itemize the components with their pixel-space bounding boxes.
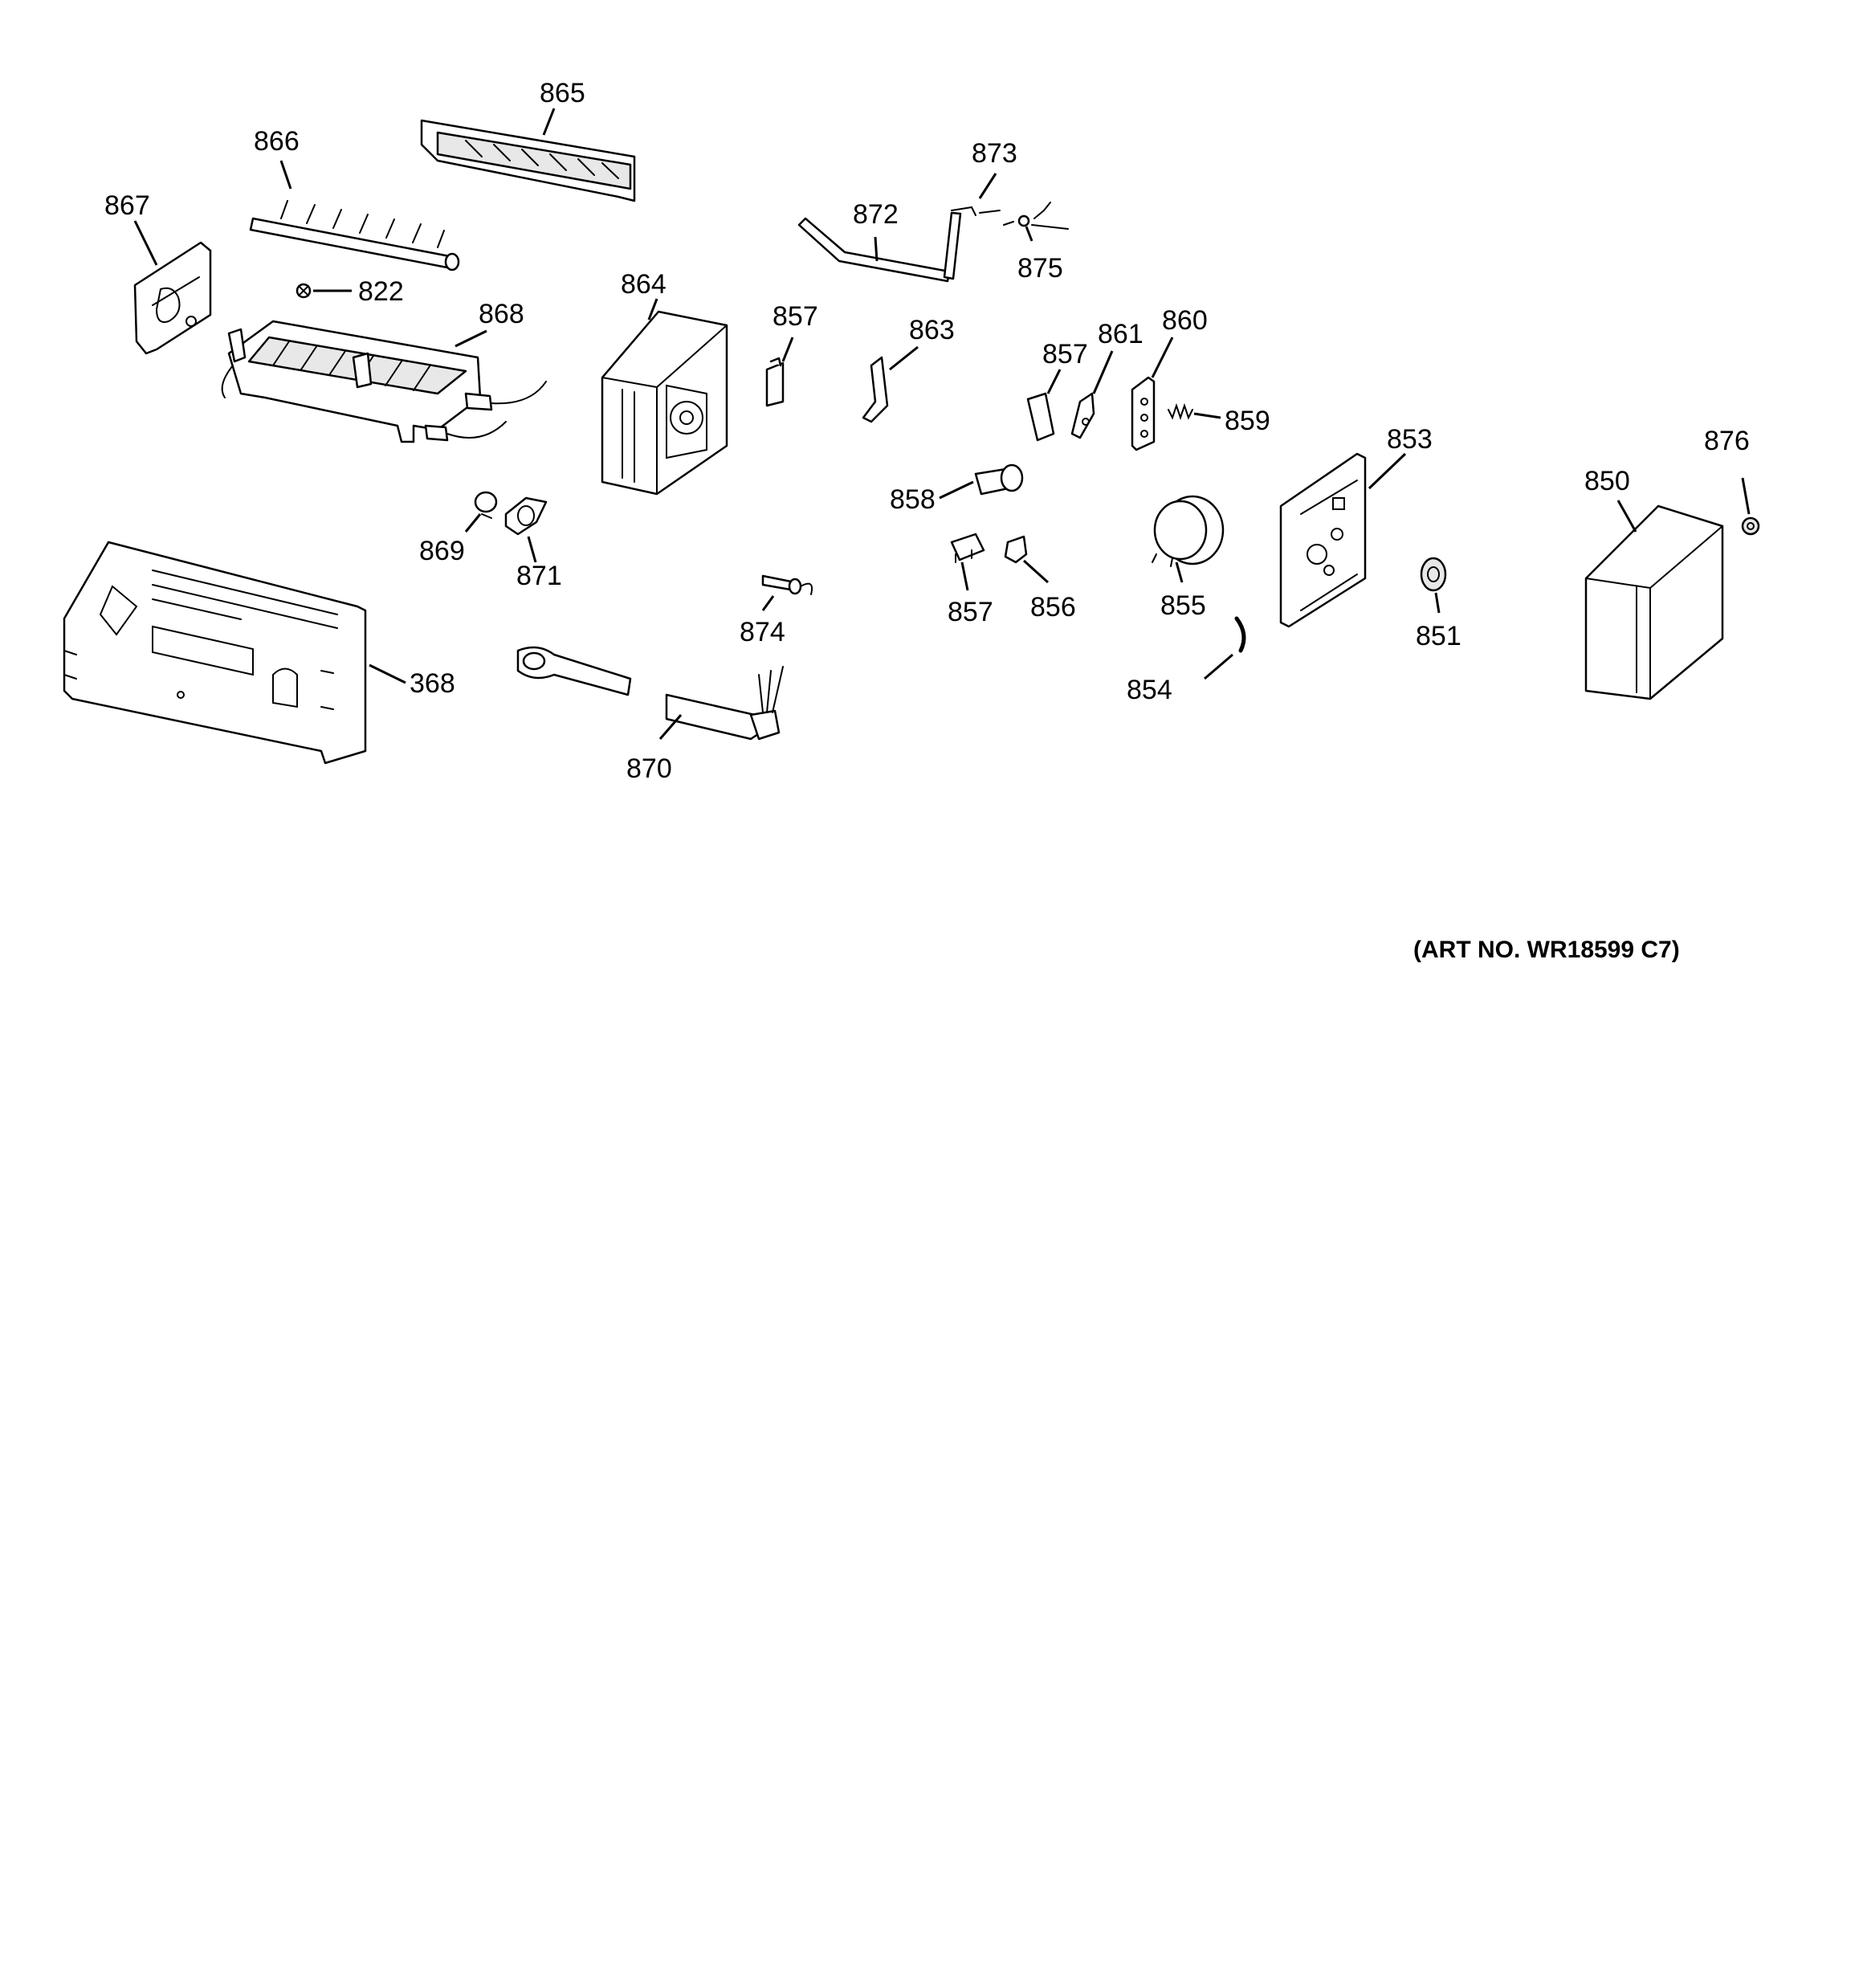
callout-368: 368 bbox=[410, 668, 455, 699]
part-856-clip bbox=[1004, 535, 1028, 564]
part-854-bushing bbox=[1234, 616, 1246, 653]
callout-867: 867 bbox=[104, 190, 150, 221]
part-853-plate bbox=[1279, 452, 1367, 628]
callout-875: 875 bbox=[1017, 253, 1063, 284]
callout-873: 873 bbox=[972, 138, 1017, 169]
callout-866: 866 bbox=[254, 126, 300, 157]
callout-856: 856 bbox=[1030, 592, 1076, 623]
part-876-nut bbox=[1741, 516, 1760, 536]
callout-864: 864 bbox=[621, 269, 667, 300]
callout-876: 876 bbox=[1704, 426, 1750, 456]
part-868-mold bbox=[221, 320, 547, 443]
part-872-873-feeler-arm bbox=[797, 206, 1001, 283]
callout-872: 872 bbox=[853, 199, 899, 230]
callout-865: 865 bbox=[540, 78, 585, 108]
callout-854: 854 bbox=[1127, 675, 1172, 705]
part-863-lever bbox=[862, 356, 889, 423]
part-867-bracket bbox=[133, 241, 212, 355]
part-822-screw bbox=[296, 283, 312, 299]
part-870-fill-tube bbox=[516, 646, 784, 741]
callout-853: 853 bbox=[1387, 424, 1433, 455]
callout-869: 869 bbox=[419, 536, 465, 566]
part-858-shaft bbox=[974, 463, 1024, 496]
part-857-switch-c bbox=[950, 533, 985, 563]
part-857-switch-b bbox=[1026, 392, 1055, 442]
part-857-switch-a bbox=[765, 357, 785, 407]
art-number: (ART NO. WR18599 C7) bbox=[1413, 937, 1680, 963]
callout-858: 858 bbox=[890, 484, 936, 515]
part-871-washer bbox=[504, 496, 548, 536]
callout-861: 861 bbox=[1098, 319, 1143, 349]
part-865-cover bbox=[420, 119, 636, 202]
leader-lines bbox=[133, 108, 1751, 740]
callout-870: 870 bbox=[626, 753, 672, 784]
part-875-clip bbox=[1003, 202, 1069, 230]
callout-874: 874 bbox=[740, 617, 785, 647]
callout-855: 855 bbox=[1160, 590, 1206, 621]
callout-857-middle: 857 bbox=[1042, 339, 1088, 369]
part-866-ejector bbox=[249, 200, 460, 271]
part-861-lever bbox=[1070, 392, 1095, 439]
callout-822: 822 bbox=[358, 276, 404, 307]
part-851-gear bbox=[1420, 557, 1447, 592]
callout-850: 850 bbox=[1584, 466, 1630, 496]
callout-871: 871 bbox=[516, 561, 562, 591]
part-855-motor bbox=[1152, 495, 1225, 567]
callout-860: 860 bbox=[1162, 305, 1208, 336]
callout-851: 851 bbox=[1416, 621, 1461, 651]
callout-857-lower: 857 bbox=[948, 597, 993, 627]
callout-859: 859 bbox=[1225, 406, 1270, 436]
part-869-bearing bbox=[474, 491, 498, 519]
part-368-shield bbox=[63, 541, 367, 765]
part-850-cover bbox=[1584, 504, 1724, 700]
part-874-thermostat bbox=[761, 574, 813, 595]
callout-868: 868 bbox=[479, 299, 524, 329]
part-859-spring bbox=[1168, 402, 1193, 421]
callout-863: 863 bbox=[909, 315, 955, 345]
part-864-housing bbox=[601, 310, 728, 496]
part-860-bracket bbox=[1131, 376, 1156, 451]
callout-857-upper: 857 bbox=[773, 301, 818, 332]
